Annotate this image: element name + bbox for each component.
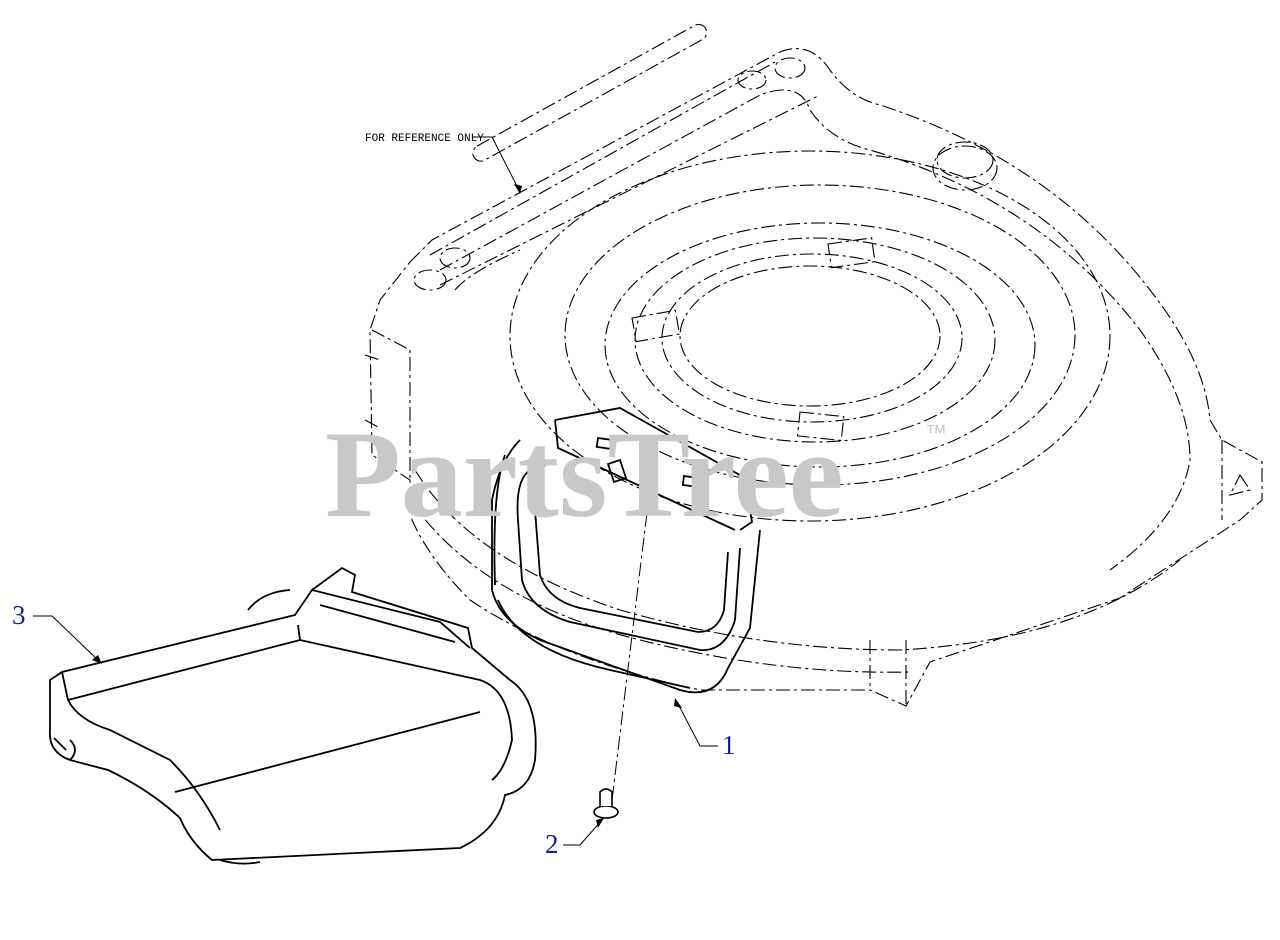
callout-2-arrowhead	[596, 818, 604, 828]
callout-1-arrowhead	[674, 698, 682, 708]
watermark-trademark: ™	[925, 420, 947, 445]
watermark-text: PartsTree	[325, 406, 844, 543]
callout-1-number: 1	[722, 730, 736, 760]
reference-note: FOR REFERENCE ONLY	[365, 133, 522, 194]
callout-3: 3	[12, 600, 102, 664]
callout-1-leader	[675, 699, 718, 747]
reference-leader-line	[472, 136, 521, 193]
callout-3-leader	[33, 615, 101, 663]
reference-arrowhead	[514, 184, 522, 194]
side-discharge-chute	[48, 566, 537, 865]
callout-3-number: 3	[12, 600, 26, 630]
assembly-axis-line	[611, 487, 651, 801]
callout-1: 1	[674, 698, 736, 760]
mulch-plug	[491, 407, 761, 694]
callout-2-number: 2	[545, 829, 559, 859]
callout-2: 2	[545, 818, 604, 859]
callout-2-leader	[563, 819, 603, 846]
retaining-screw	[593, 788, 619, 819]
reference-note-text: FOR REFERENCE ONLY	[365, 133, 484, 145]
mower-deck-reference	[364, 23, 1263, 707]
callout-3-arrowhead	[92, 655, 102, 664]
partstree-watermark: PartsTree ™	[325, 406, 947, 543]
